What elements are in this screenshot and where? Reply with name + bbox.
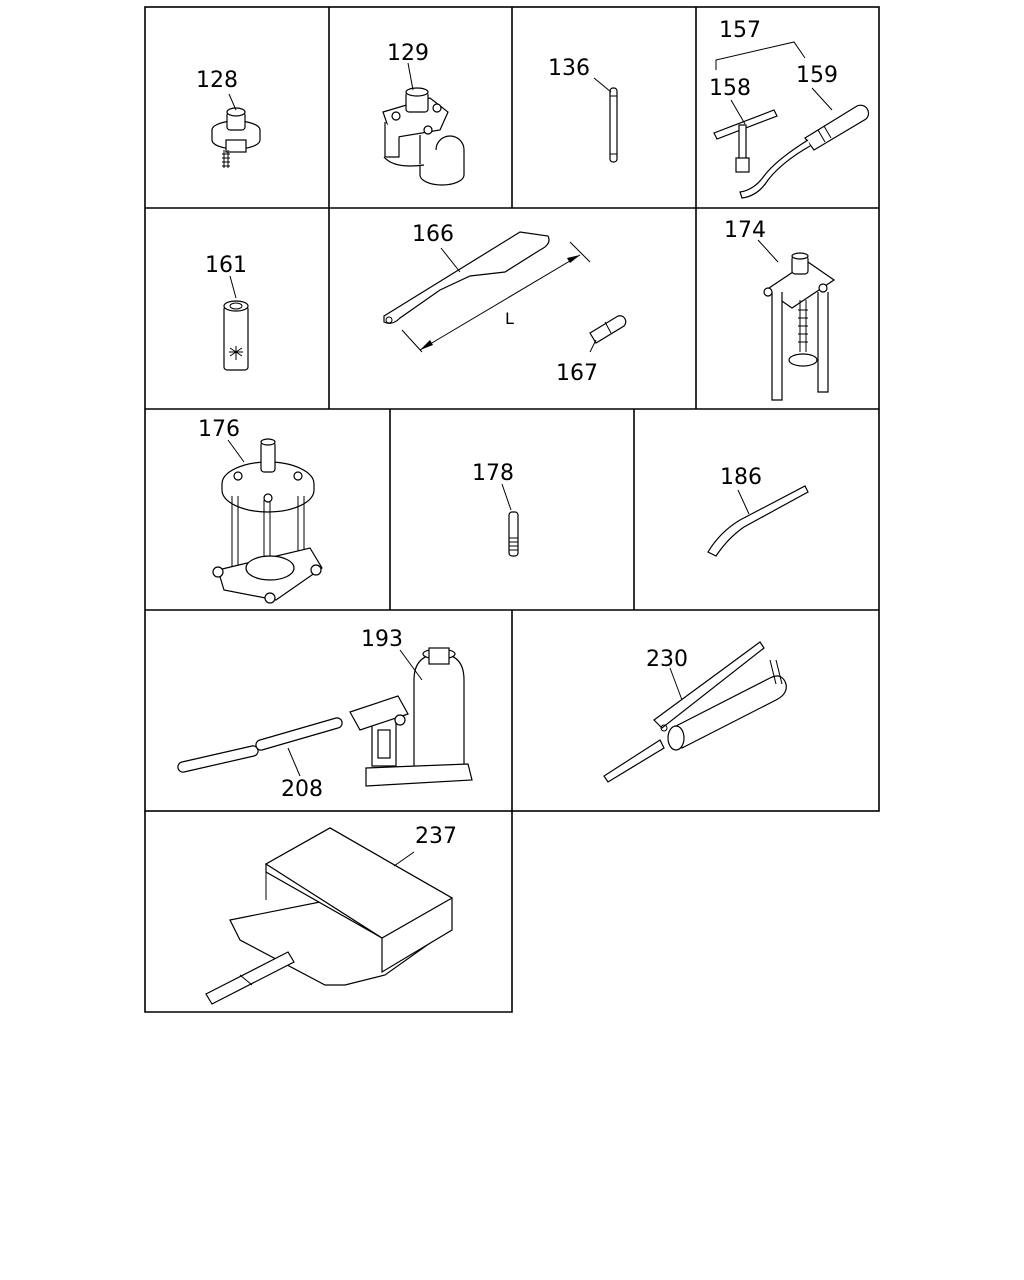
part-label-161: 161 xyxy=(205,253,247,278)
part-label-176: 176 xyxy=(198,417,240,442)
part-237-tool-bag xyxy=(205,827,454,1005)
part-230-grease-gun xyxy=(603,641,787,783)
part-label-167: 167 xyxy=(556,361,598,386)
part-166-gauge-plate xyxy=(383,231,627,353)
part-label-193: 193 xyxy=(361,627,403,652)
part-label-129: 129 xyxy=(387,41,429,66)
part-128-puller xyxy=(211,93,261,168)
part-129-puller xyxy=(382,62,465,186)
part-label-128: 128 xyxy=(196,68,238,93)
part-label-166: 166 xyxy=(412,222,454,247)
part-label-136: 136 xyxy=(548,56,590,81)
part-193-bottle-jack xyxy=(349,647,473,787)
part-label-159: 159 xyxy=(796,63,838,88)
part-208-handle-bar xyxy=(177,717,343,777)
diagram-grid xyxy=(144,6,880,1013)
part-186-pry-bar xyxy=(707,485,809,557)
part-157-wrench-set xyxy=(713,41,870,199)
part-label-158: 158 xyxy=(709,76,751,101)
part-176-bearing-puller xyxy=(212,438,323,604)
part-161-socket xyxy=(223,275,249,371)
part-174-gear-puller xyxy=(757,239,836,401)
part-label-237: 237 xyxy=(415,824,457,849)
part-label-208: 208 xyxy=(281,777,323,802)
part-label-230: 230 xyxy=(646,647,688,672)
part-label-174: 174 xyxy=(724,218,766,243)
part-178-stud xyxy=(501,483,519,557)
dimension-label-l: L xyxy=(505,309,514,328)
part-label-178: 178 xyxy=(472,461,514,486)
part-136-rod xyxy=(593,77,618,163)
part-label-186: 186 xyxy=(720,465,762,490)
part-label-157: 157 xyxy=(719,18,761,43)
